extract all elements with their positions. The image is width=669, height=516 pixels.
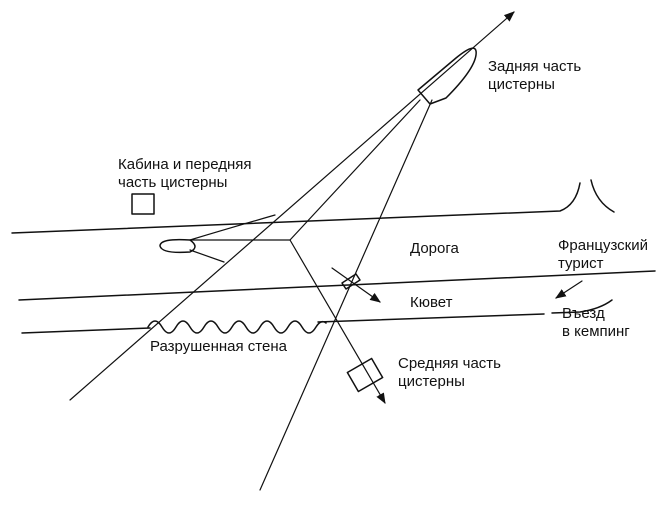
label-tank-middle: Средняя часть цистерны <box>398 355 501 390</box>
tourist-pointer-arrow <box>555 280 583 299</box>
tourist-car <box>341 273 361 290</box>
camping-entrance-edge <box>551 299 613 314</box>
cab-tail-line <box>189 214 276 241</box>
road-edge-upper <box>11 182 581 234</box>
road-edge-lower <box>18 270 656 301</box>
tourist-car-vector <box>331 267 381 303</box>
label-ditch: Кювет <box>410 294 453 311</box>
tank-front-shape <box>159 238 196 254</box>
label-camping-entrance: Въезд в кемпинг <box>562 305 630 340</box>
tank-middle-box <box>346 357 384 393</box>
tank-rear-shape <box>417 47 477 105</box>
label-tank-rear: Задняя часть цистерны <box>488 58 582 93</box>
cab-box <box>131 193 155 215</box>
label-road: Дорога <box>410 240 459 257</box>
destroyed-wall <box>147 320 327 334</box>
label-cab-front: Кабина и передняя часть цистерны <box>118 156 252 191</box>
trajectory-line-front <box>289 99 421 241</box>
trajectory-line-long <box>69 11 515 401</box>
label-destroyed-wall: Разрушенная стена <box>150 338 287 355</box>
label-french-tourist: Французский турист <box>558 237 648 272</box>
trajectory-line-rear <box>259 99 433 491</box>
road-edge-curve-right <box>590 179 615 213</box>
ditch-edge-right <box>317 313 545 323</box>
trajectory-line-middle <box>289 239 386 404</box>
ditch-edge <box>21 327 151 334</box>
trajectory-line-cab-lower <box>189 249 225 263</box>
